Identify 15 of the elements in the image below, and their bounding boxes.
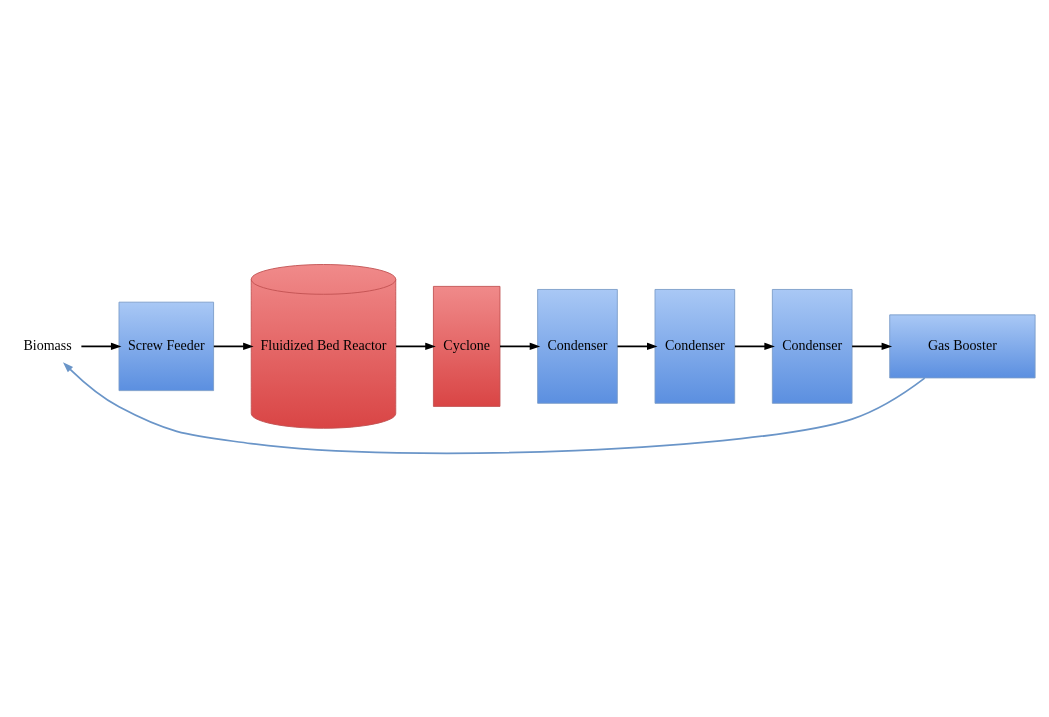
node-box: Condenser — [537, 288, 618, 404]
arrow — [734, 342, 775, 350]
arrow — [851, 342, 893, 350]
node-text: Biomass — [23, 337, 72, 353]
arrow — [395, 342, 436, 350]
node-box: Screw Feeder — [118, 301, 214, 391]
arrow — [212, 342, 254, 350]
arrow — [62, 361, 926, 454]
node-box: Condenser — [771, 288, 853, 404]
arrow — [616, 342, 658, 350]
node-box: Cyclone — [432, 285, 501, 407]
node-box: Gas Booster — [889, 313, 1036, 378]
arrow — [80, 342, 122, 350]
arrow — [499, 342, 541, 350]
node-box: Condenser — [654, 288, 736, 404]
